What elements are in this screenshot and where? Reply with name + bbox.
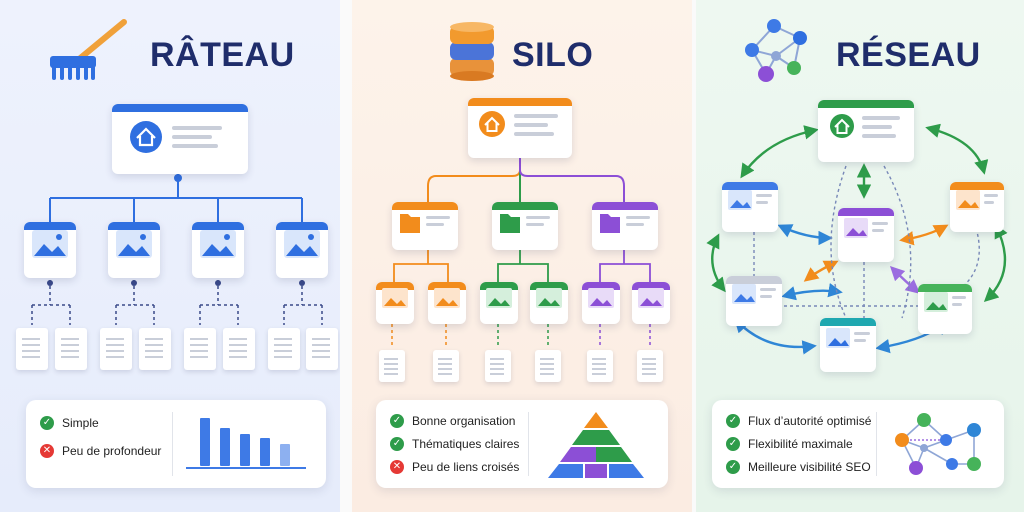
legend-box: ✓Simple ✕Peu de profondeur [26, 400, 326, 488]
check-icon: ✓ [726, 460, 740, 474]
pyramid-icon [548, 412, 644, 478]
home-page-card [468, 98, 572, 158]
subpage-card [632, 282, 670, 324]
legend-item: ✓Meilleure visibilité SEO [726, 460, 871, 474]
folder-icon [400, 214, 450, 233]
rake-connectors [31, 174, 323, 325]
image-icon [638, 288, 664, 308]
divider [876, 412, 877, 476]
network-molecule-icon [895, 413, 981, 475]
home-icon [479, 111, 558, 137]
image-icon [486, 288, 512, 308]
page-card [820, 318, 876, 372]
document-icon [184, 328, 216, 370]
network-links [706, 123, 1008, 355]
divider [340, 0, 352, 512]
panel-silo: SILO [352, 0, 692, 512]
panel-title: RÂTEAU [150, 36, 295, 74]
document-icon [55, 328, 87, 370]
rake-icon [50, 19, 127, 80]
image-icon [32, 230, 68, 258]
legend-item: ✕Peu de liens croisés [390, 460, 519, 474]
subpage-card [428, 282, 466, 324]
panel-title: RÉSEAU [836, 36, 981, 74]
subpage-card [530, 282, 568, 324]
cross-icon: ✕ [390, 460, 404, 474]
image-icon [434, 288, 460, 308]
image-icon [924, 292, 966, 312]
page-card [838, 208, 894, 262]
check-icon: ✓ [40, 416, 54, 430]
image-icon [284, 230, 320, 258]
page-card [726, 276, 782, 326]
document-icon [139, 328, 171, 370]
category-card [108, 222, 160, 278]
page-card [950, 182, 1004, 232]
panel-network: RÉSEAU [696, 0, 1024, 512]
check-icon: ✓ [390, 414, 404, 428]
home-icon [830, 114, 900, 138]
category-card [276, 222, 328, 278]
document-icon [100, 328, 132, 370]
legend-item: ✕Peu de profondeur [40, 444, 161, 458]
bar-chart-icon [186, 418, 306, 469]
category-card [24, 222, 76, 278]
check-icon: ✓ [390, 437, 404, 451]
image-icon [826, 328, 870, 348]
page-card [722, 182, 778, 232]
legend-item: ✓Flexibilité maximale [726, 437, 853, 451]
document-icon [485, 350, 511, 382]
image-icon [732, 284, 776, 304]
divider [692, 0, 696, 512]
folder-icon [600, 214, 650, 233]
panel-rake: RÂTEAU [0, 0, 340, 512]
document-icon [268, 328, 300, 370]
page-card [918, 284, 972, 334]
image-icon [956, 190, 998, 210]
cross-icon: ✕ [40, 444, 54, 458]
subpage-card [582, 282, 620, 324]
divider [172, 412, 173, 476]
home-page-card [818, 100, 914, 162]
image-icon [536, 288, 562, 308]
document-icon [223, 328, 255, 370]
document-icon [637, 350, 663, 382]
image-icon [588, 288, 614, 308]
document-icon [379, 350, 405, 382]
category-card [392, 202, 458, 250]
folder-icon [500, 214, 550, 233]
category-card [592, 202, 658, 250]
legend-item: ✓Thématiques claires [390, 437, 519, 451]
image-icon [728, 190, 772, 210]
subpage-card [376, 282, 414, 324]
category-card [192, 222, 244, 278]
subpage-card [480, 282, 518, 324]
category-card [492, 202, 558, 250]
document-icon [587, 350, 613, 382]
legend-item: ✓Bonne organisation [390, 414, 515, 428]
legend-box: ✓Bonne organisation ✓Thématiques claires… [376, 400, 668, 488]
database-icon [450, 22, 494, 81]
divider [528, 412, 529, 476]
panel-title: SILO [512, 36, 594, 74]
legend-box: ✓Flux d’autorité optimisé ✓Flexibilité m… [712, 400, 1004, 488]
image-icon [116, 230, 152, 258]
home-icon [130, 121, 222, 153]
image-icon [382, 288, 408, 308]
check-icon: ✓ [726, 437, 740, 451]
silo-connectors [391, 158, 651, 348]
check-icon: ✓ [726, 414, 740, 428]
legend-item: ✓Flux d’autorité optimisé [726, 414, 871, 428]
legend-item: ✓Simple [40, 416, 99, 430]
home-page-card [112, 104, 248, 174]
document-icon [535, 350, 561, 382]
image-icon [200, 230, 236, 258]
image-icon [844, 218, 888, 238]
document-icon [433, 350, 459, 382]
document-icon [16, 328, 48, 370]
network-molecule-icon [745, 19, 807, 82]
document-icon [306, 328, 338, 370]
